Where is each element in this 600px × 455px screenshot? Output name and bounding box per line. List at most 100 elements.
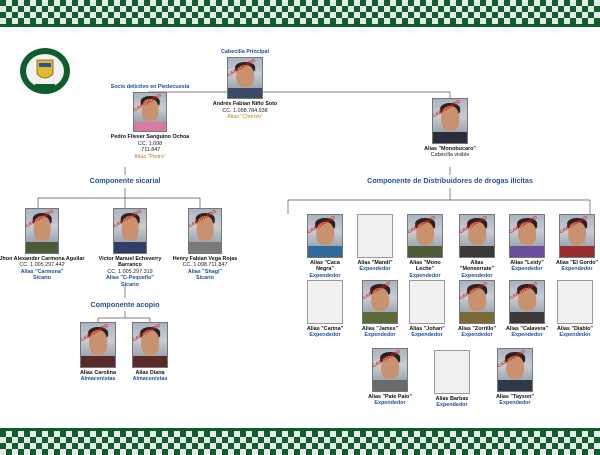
photo-shirt: [510, 312, 544, 323]
person-photo: CAPTURADO: [497, 348, 533, 392]
distribuidor-alias: Alias Barbas: [435, 396, 469, 402]
sicario-node: CAPTURADO Victor Manuel Echeverry Barranc…: [89, 208, 171, 288]
visible-head-role: Cabecilla visible: [430, 152, 470, 159]
person-photo: [357, 214, 393, 258]
sicario-alias: Alias "C-Pequeño": [106, 275, 154, 282]
photo-shirt: [373, 380, 407, 391]
person-photo: CAPTURADO: [25, 208, 59, 254]
person-photo: CAPTURADO: [559, 214, 595, 258]
person-photo: CAPTURADO: [407, 214, 443, 258]
distribuidor-alias: Alias "Leidy": [510, 260, 544, 266]
distribuidor-role: Expendedor: [409, 272, 441, 279]
acopio-role: Almacenistas: [80, 376, 116, 383]
distribuidor-node: CAPTURADO Alias "Tayson"Expendedor: [493, 348, 537, 407]
sicario-role: Sicario: [33, 275, 51, 282]
photo-face: [371, 287, 389, 312]
distribuidor-node: CAPTURADO Alias "Calavera"Expendedor: [505, 280, 549, 339]
lieutenant-node: Socio delictivo en Piedecuesta CAPTURADO…: [95, 84, 205, 160]
sicario-name: Henry Fabian Vega Rojas: [172, 256, 238, 262]
distribuidor-role: Expendedor: [364, 332, 396, 339]
visible-head-photo: CAPTURADO: [432, 98, 468, 144]
distribuidor-role: Expendedor: [436, 402, 468, 409]
police-emblem-icon: [20, 48, 70, 94]
distribuidor-role: Expendedor: [411, 332, 443, 339]
photo-shirt: [498, 380, 532, 391]
section-sicarial: Componente sicarial: [89, 176, 161, 185]
distribuidor-alias: Alias "Caca Negra": [310, 260, 340, 273]
person-photo: CAPTURADO: [509, 214, 545, 258]
distribuidor-role: Expendedor: [309, 272, 341, 279]
photo-face: [381, 355, 399, 380]
leader-photo: CAPTURADO: [227, 57, 263, 100]
distribuidor-alias: Alias "Mandi": [357, 260, 393, 266]
photo-face: [141, 330, 159, 355]
distribuidor-role: Expendedor: [561, 266, 593, 273]
person-photo: [434, 350, 470, 394]
lieutenant-photo: CAPTURADO: [133, 92, 167, 133]
sicario-alias: Alias "Carmona": [20, 268, 64, 275]
distribuidor-alias: Alias "Monserrate": [459, 260, 495, 273]
photo-shirt: [510, 246, 544, 257]
distribuidor-node: Alias "Diablo"Expendedor: [553, 280, 597, 339]
person-photo: CAPTURADO: [113, 208, 147, 254]
person-photo: CAPTURADO: [132, 322, 168, 368]
distribuidor-node: Alias "Johan"Expendedor: [405, 280, 449, 339]
person-photo: CAPTURADO: [459, 214, 495, 258]
person-photo: CAPTURADO: [459, 280, 495, 324]
photo-face: [416, 221, 434, 246]
visible-head-node: CAPTURADO Alias "Monobucaro" Cabecilla v…: [415, 98, 485, 159]
photo-shirt: [189, 241, 221, 253]
distribuidor-alias: Alias "Carina": [306, 326, 344, 332]
lieutenant-alias: Alias "Pedro": [134, 153, 166, 160]
photo-shirt: [81, 355, 115, 367]
person-photo: CAPTURADO: [80, 322, 116, 368]
section-acopio: Componente acopio: [90, 300, 160, 309]
lieutenant-name: Pedro Fileser Sanguino Ochoa: [110, 134, 190, 141]
distribuidor-role: Expendedor: [511, 332, 543, 339]
photo-face: [468, 287, 486, 312]
person-photo: CAPTURADO: [509, 280, 545, 324]
photo-shirt: [363, 312, 397, 323]
photo-shirt: [408, 246, 442, 257]
distribuidor-node: CAPTURADO Alias "El Gordo"Expendedor: [555, 214, 599, 273]
acopio-alias: Alias Diana: [135, 370, 165, 376]
acopio-role: Almacenistas: [132, 376, 168, 383]
photo-face: [89, 330, 107, 355]
distribuidor-alias: Alias "Johan": [409, 326, 445, 332]
distribuidor-alias: Alias "El Gordo": [555, 260, 599, 266]
acopio-alias: Alias Carolina: [80, 370, 116, 376]
distribuidor-alias: Alias "Zorrillo": [457, 326, 497, 332]
distribuidor-role: Expendedor: [309, 332, 341, 339]
photo-shirt: [26, 241, 58, 253]
sicario-name: Jhon Alexander Carmona Aguilar: [0, 256, 85, 262]
sicario-id: CC. 1.005.297.319: [107, 268, 153, 275]
photo-face: [518, 221, 536, 246]
person-photo: [409, 280, 445, 324]
person-photo: CAPTURADO: [372, 348, 408, 392]
sicario-id: CC. 1.005.297.442: [19, 262, 65, 269]
photo-shirt: [308, 246, 342, 257]
distribuidor-role: Expendedor: [374, 400, 406, 407]
leader-title: Cabecilla Principal: [221, 49, 269, 55]
photo-face: [121, 216, 139, 241]
distribuidor-alias: Alias "Tayson": [496, 394, 534, 400]
distribuidor-alias: Alias "James": [361, 326, 399, 332]
distribuidor-role: Expendedor: [499, 400, 531, 407]
photo-face: [568, 221, 586, 246]
person-photo: [307, 280, 343, 324]
lieutenant-title: Socio delictivo en Piedecuesta: [110, 84, 190, 90]
photo-face: [518, 287, 536, 312]
distribuidor-node: Alias "Carina"Expendedor: [303, 280, 347, 339]
distribuidor-alias: Alias "Calavera": [506, 326, 548, 332]
photo-shirt: [133, 355, 167, 367]
photo-face: [196, 216, 214, 241]
sicario-name: Victor Manuel Echeverry Barranco: [98, 256, 162, 269]
